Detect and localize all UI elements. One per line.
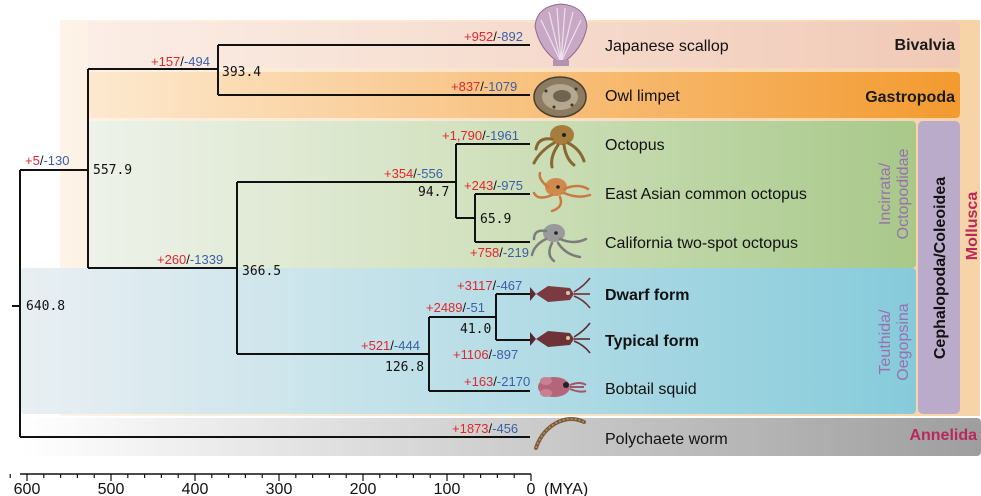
change-squid-clade: +521/-444 [361, 338, 420, 353]
taxon-octopus: Octopus [605, 137, 665, 154]
clade-gastropoda: Gastropoda [865, 89, 955, 106]
clade-annelida: Annelida [909, 427, 977, 444]
taxon-california-octopus: California two-spot octopus [605, 235, 798, 252]
taxon-bobtail-squid: Bobtail squid [605, 381, 697, 398]
node-age-root: 640.8 [26, 299, 65, 314]
time-axis: 600 500 400 300 200 100 0 (MYA) [0, 474, 588, 496]
change-typical-form: +1106/-897 [453, 347, 518, 362]
node-age-squid-clade: 126.8 [385, 360, 424, 375]
axis-tick-label: 600 [14, 481, 41, 496]
change-polychaete-worm: +1873/-456 [452, 421, 518, 436]
clade-cephalopoda: Cephalopoda/Coleoidea [932, 177, 949, 359]
axis-ticks [0, 474, 531, 481]
change-octopus-clade: +354/-556 [384, 166, 443, 181]
axis-tick-label: 0 [527, 481, 536, 496]
change-japanese-scallop: +952/-892 [464, 29, 523, 44]
axis-tick-label: 300 [266, 481, 293, 496]
taxon-owl-limpet: Owl limpet [605, 88, 680, 105]
change-mollusca-stem: +5/-130 [25, 153, 69, 168]
taxon-typical-form: Typical form [605, 333, 699, 350]
node-age-dwarf-typical: 41.0 [460, 322, 491, 337]
node-age-east-asian-california: 65.9 [480, 212, 511, 227]
clade-teuthida: Teuthida/ Oegopsina [877, 303, 912, 380]
limpet-shell-icon [534, 77, 586, 117]
clade-incirrata-line1: Incirrata/ [877, 162, 894, 225]
taxon-east-asian-octopus: East Asian common octopus [605, 186, 807, 203]
change-octopus: +1,790/-1961 [442, 128, 519, 143]
node-age-bivalvia-gastropoda: 393.4 [222, 65, 261, 80]
change-bobtail-squid: +163/-2170 [464, 374, 530, 389]
node-age-cephalopoda: 366.5 [242, 264, 281, 279]
change-dwarf-typical: +2489/-51 [426, 300, 485, 315]
axis-unit: (MYA) [544, 481, 588, 496]
change-california-octopus: +758/-219 [470, 245, 529, 260]
clade-bivalvia: Bivalvia [895, 37, 956, 54]
change-conchifera: +157/-494 [151, 54, 210, 69]
axis-tick-label: 500 [98, 481, 125, 496]
clade-teuthida-line1: Teuthida/ [877, 309, 894, 374]
change-east-asian-octopus: +243/-975 [464, 178, 523, 193]
taxon-polychaete-worm: Polychaete worm [605, 431, 728, 448]
node-age-mollusca: 557.9 [93, 163, 132, 178]
taxon-japanese-scallop: Japanese scallop [605, 38, 729, 55]
node-age-octopus-clade: 94.7 [418, 185, 449, 200]
change-owl-limpet: +837/-1079 [451, 79, 517, 94]
clade-teuthida-line2: Oegopsina [895, 303, 912, 380]
change-cephalopoda: +260/-1339 [157, 252, 223, 267]
clade-incirrata-line2: Octopodidae [895, 149, 912, 240]
change-dwarf-form: +3117/-467 [457, 278, 522, 293]
axis-tick-label: 200 [350, 481, 377, 496]
taxon-dwarf-form: Dwarf form [605, 287, 689, 304]
axis-tick-label: 400 [182, 481, 209, 496]
axis-labels: 600 500 400 300 200 100 0 [14, 481, 536, 496]
clade-mollusca: Mollusca [964, 192, 981, 261]
axis-tick-label: 100 [434, 481, 461, 496]
